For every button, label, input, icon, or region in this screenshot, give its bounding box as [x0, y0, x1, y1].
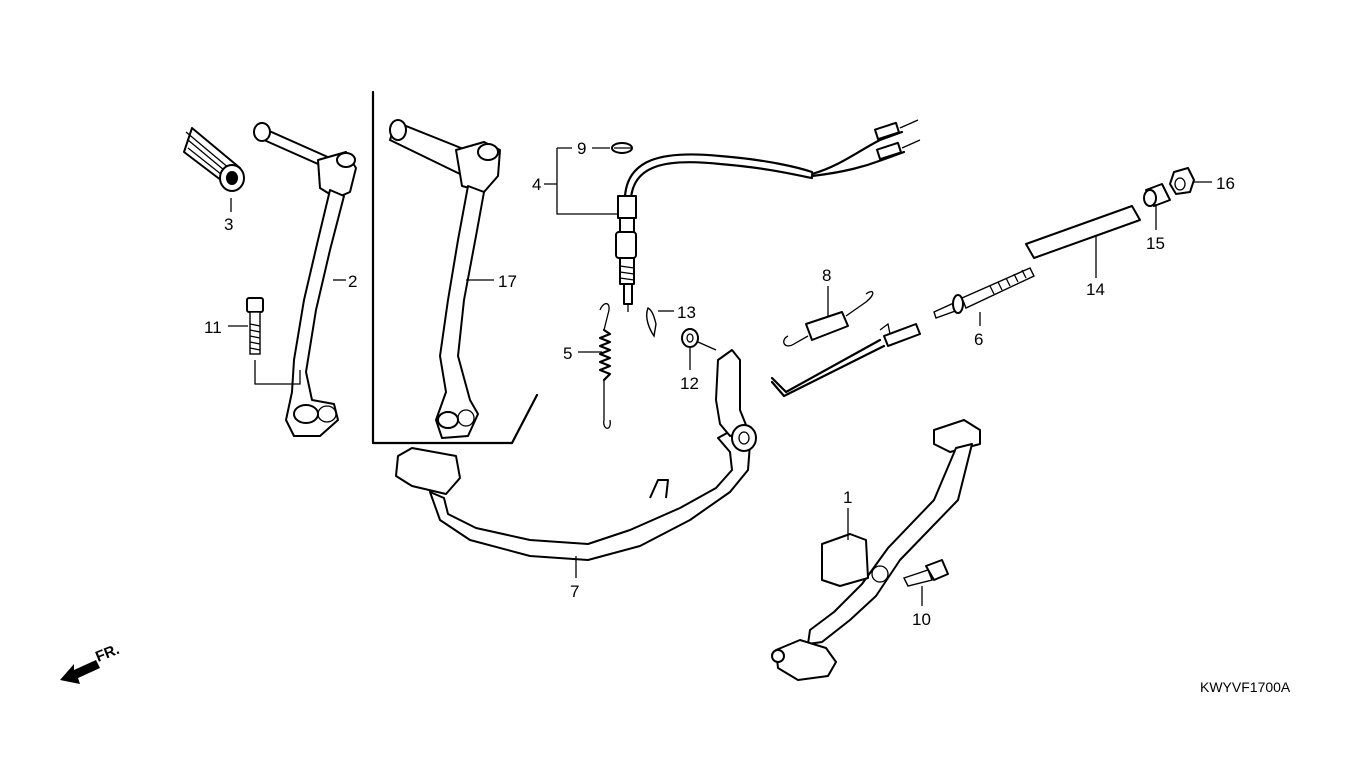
washer-12 [681, 328, 699, 348]
brake-rod-6 [933, 267, 1035, 319]
callout-6: 6 [974, 330, 983, 349]
spring-14 [1025, 205, 1141, 259]
bolt-10 [903, 559, 949, 587]
pedal-1 [771, 419, 981, 681]
brake-pedal [395, 349, 757, 561]
callout-12: 12 [680, 374, 699, 393]
callout-14: 14 [1086, 280, 1105, 299]
diagram-code: KWYVF1700A [1200, 679, 1291, 695]
callout-10: 10 [912, 610, 931, 629]
callout-11: 11 [204, 318, 222, 337]
joint-15 [1143, 183, 1171, 207]
bolt-11-leader [254, 360, 301, 385]
callout-16: 16 [1216, 174, 1235, 193]
cable-clip-9 [611, 142, 633, 154]
callout-1: 1 [843, 488, 852, 507]
stop-switch-cable [615, 119, 921, 312]
washer-12-leader [697, 341, 717, 351]
front-direction-arrow: FR. [60, 641, 122, 684]
callout-4: 4 [532, 175, 541, 194]
bolt-11 [246, 297, 264, 355]
callout-9: 9 [577, 139, 586, 158]
callout-13: 13 [677, 303, 696, 322]
alternate-part-frame [371, 90, 539, 445]
kick-rubber-grip [183, 127, 245, 192]
nut-16 [1169, 167, 1195, 195]
callout-17: 17 [498, 272, 517, 291]
callout-5: 5 [563, 344, 572, 363]
spring-8 [783, 290, 874, 347]
callout-7: 7 [570, 582, 579, 601]
kick-arm-alternate [389, 119, 501, 439]
direction-label: FR. [93, 641, 122, 666]
callout-4-9-bracket [544, 147, 618, 215]
callout-15: 15 [1146, 234, 1165, 253]
cotter-pin-13 [645, 307, 657, 338]
brake-rod [770, 322, 921, 398]
spring-5 [598, 303, 612, 429]
callout-8: 8 [822, 266, 831, 285]
callout-3: 3 [224, 215, 233, 234]
callout-2: 2 [348, 272, 357, 291]
